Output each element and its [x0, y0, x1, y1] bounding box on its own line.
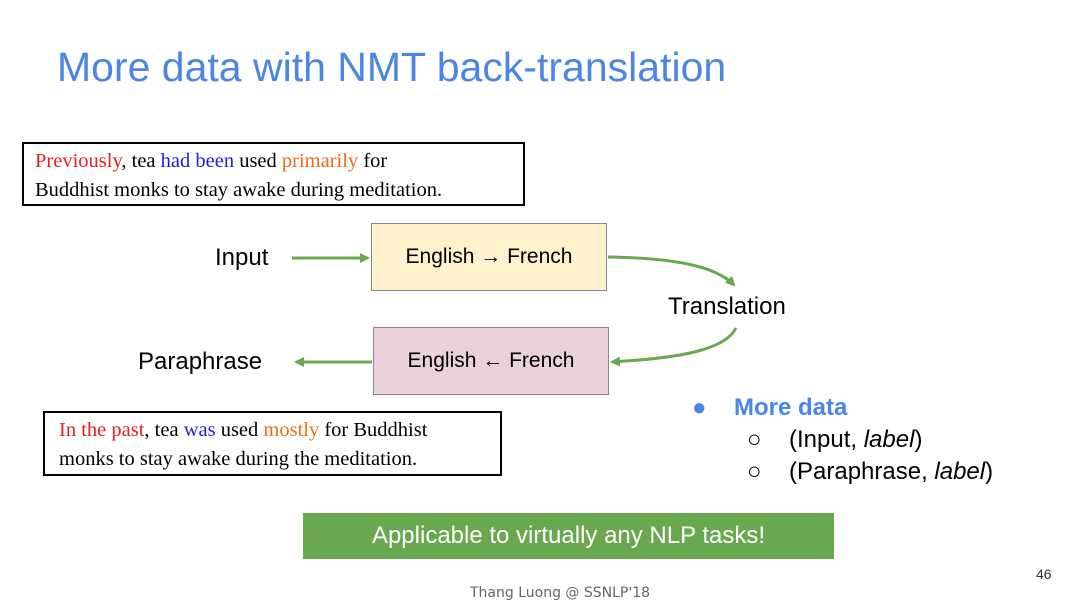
highlight-previously: Previously — [35, 150, 122, 172]
sub-bullet-paraphrase-label: ○ (Paraphrase, label) — [692, 456, 993, 488]
paraphrase-sentence-line-2: monks to stay awake during the meditatio… — [59, 448, 418, 470]
page-number: 46 — [1036, 566, 1052, 582]
sub-bullet-2-label: label — [934, 458, 986, 485]
sub-bullet-1-close: ) — [914, 426, 923, 453]
text-for: for — [358, 150, 388, 172]
highlight-mostly: mostly — [263, 419, 320, 441]
french-to-english-box: English ← French — [373, 327, 609, 395]
paraphrase-label: Paraphrase — [138, 348, 263, 375]
input-sentence-line-1: Previously, tea had been used primarily … — [35, 147, 523, 176]
text-tea: , tea — [121, 150, 161, 172]
sub-bullet-1-label: label — [863, 426, 915, 453]
text-used: used — [215, 419, 264, 441]
bullet-list: ● More data ○ (Input, label) ○ (Paraphrase,… — [692, 392, 993, 488]
applicable-banner: Applicable to virtually any NLP tasks! — [303, 513, 834, 559]
highlight-had-been: had been — [160, 150, 235, 172]
text-for-buddhist: for Buddhist — [319, 419, 428, 441]
slide-footer: Thang Luong @ SSNLP'18 — [470, 585, 651, 601]
paraphrase-sentence-box: In the past, tea was used mostly for Bud… — [43, 411, 502, 476]
circle-bullet-icon: ○ — [747, 458, 762, 485]
slide-title: More data with NMT back-translation — [57, 44, 727, 90]
translation-label: Translation — [668, 293, 786, 320]
highlight-in-the-past: In the past — [59, 419, 145, 441]
input-sentence-line-2: Buddhist monks to stay awake during medi… — [35, 179, 443, 201]
sub-bullet-input-label: ○ (Input, label) — [692, 424, 993, 456]
input-label: Input — [215, 244, 269, 271]
input-sentence-box: Previously, tea had been used primarily … — [22, 142, 525, 206]
paraphrase-sentence-line-1: In the past, tea was used mostly for Bud… — [59, 416, 500, 445]
sub-bullet-1-text: (Input, — [789, 426, 864, 453]
bullet-more-data: ● More data — [692, 392, 993, 424]
bullet-dot-icon: ● — [692, 394, 707, 421]
highlight-was: was — [183, 419, 216, 441]
circle-bullet-icon: ○ — [747, 426, 762, 453]
bullet-more-data-text: More data — [734, 394, 848, 421]
text-used: used — [234, 150, 282, 172]
highlight-primarily: primarily — [281, 150, 359, 172]
translation-arrow-back — [610, 327, 738, 367]
english-to-french-box: English → French — [371, 223, 607, 291]
sub-bullet-2-text: (Paraphrase, — [789, 458, 935, 485]
sub-bullet-2-close: ) — [985, 458, 994, 485]
translation-arrow-down — [607, 255, 736, 287]
text-tea: , tea — [144, 419, 184, 441]
